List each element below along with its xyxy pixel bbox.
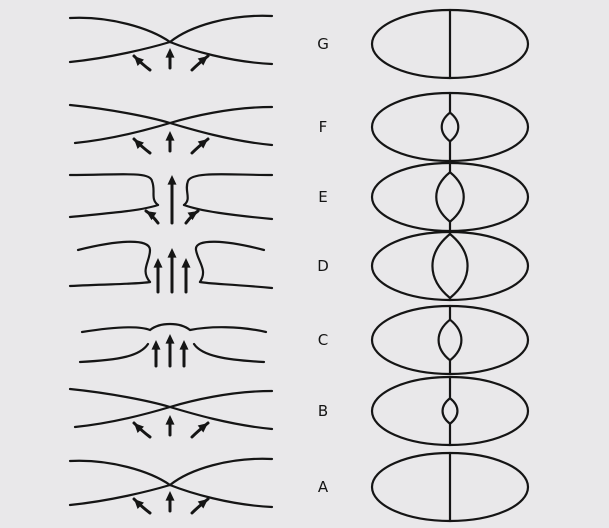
stage-label: D [317, 257, 329, 275]
upflow-arrow [154, 258, 163, 292]
lens-eye [443, 398, 458, 424]
profile-lower-line [80, 344, 264, 362]
stage-label: G [317, 35, 329, 53]
side-arrow-right [192, 139, 208, 153]
stage-row-a: A [70, 453, 528, 521]
profile-diagram [70, 242, 272, 292]
lens-eye [432, 234, 467, 298]
stage-row-e: E [70, 163, 528, 231]
profile-lower-line [75, 407, 272, 429]
upflow-arrow [168, 175, 177, 223]
stage-row-c: C [80, 306, 528, 374]
upflow-arrow [166, 48, 175, 68]
side-arrow-left [134, 423, 150, 437]
stage-label: A [318, 478, 329, 496]
cross-section-diagram [372, 453, 528, 521]
cross-section-diagram [372, 306, 528, 374]
profile-diagram [70, 16, 272, 70]
profile-diagram [80, 324, 266, 366]
profile-diagram [70, 105, 272, 153]
profile-lower-line [75, 123, 272, 145]
side-arrow-right [192, 423, 208, 437]
profile-upper-line [70, 105, 272, 123]
cross-section-diagram [372, 377, 528, 445]
upflow-arrow [152, 340, 161, 366]
side-arrow-left [146, 211, 158, 223]
profile-upper-line [70, 16, 272, 42]
upflow-arrow [168, 248, 177, 292]
stage-row-b: B [70, 377, 528, 445]
upflow-arrow [180, 340, 189, 366]
cross-section-diagram [372, 10, 528, 78]
cross-section-diagram [372, 93, 528, 161]
upflow-arrow [166, 415, 175, 435]
lens-eye [442, 113, 459, 142]
profile-upper-line [70, 459, 272, 485]
side-arrow-left [134, 56, 150, 70]
profile-diagram [70, 459, 272, 513]
profile-upper-line [82, 324, 266, 332]
lens-eye [439, 320, 462, 361]
upflow-arrow [166, 491, 175, 511]
stage-label: B [318, 402, 328, 420]
stage-row-f: F [70, 93, 528, 161]
upflow-arrow [166, 334, 175, 366]
side-arrow-right [186, 211, 198, 223]
profile-diagram [70, 389, 272, 437]
stage-label: C [318, 331, 328, 349]
stage-row-g: G [70, 10, 528, 78]
profile-upper-line [70, 389, 272, 407]
side-arrow-left [134, 499, 150, 513]
cross-section-oval [372, 232, 528, 300]
side-arrow-right [192, 499, 208, 513]
stage-label: E [318, 188, 327, 206]
profile-diagram [70, 174, 272, 223]
upflow-arrow [182, 258, 191, 292]
side-arrow-right [192, 56, 208, 70]
stage-label: F [319, 118, 328, 136]
side-arrow-left [134, 139, 150, 153]
stage-row-d: D [70, 232, 528, 300]
upflow-arrow [166, 131, 175, 151]
cross-section-diagram [372, 163, 528, 231]
lens-eye [436, 172, 463, 221]
cross-section-diagram [372, 232, 528, 300]
